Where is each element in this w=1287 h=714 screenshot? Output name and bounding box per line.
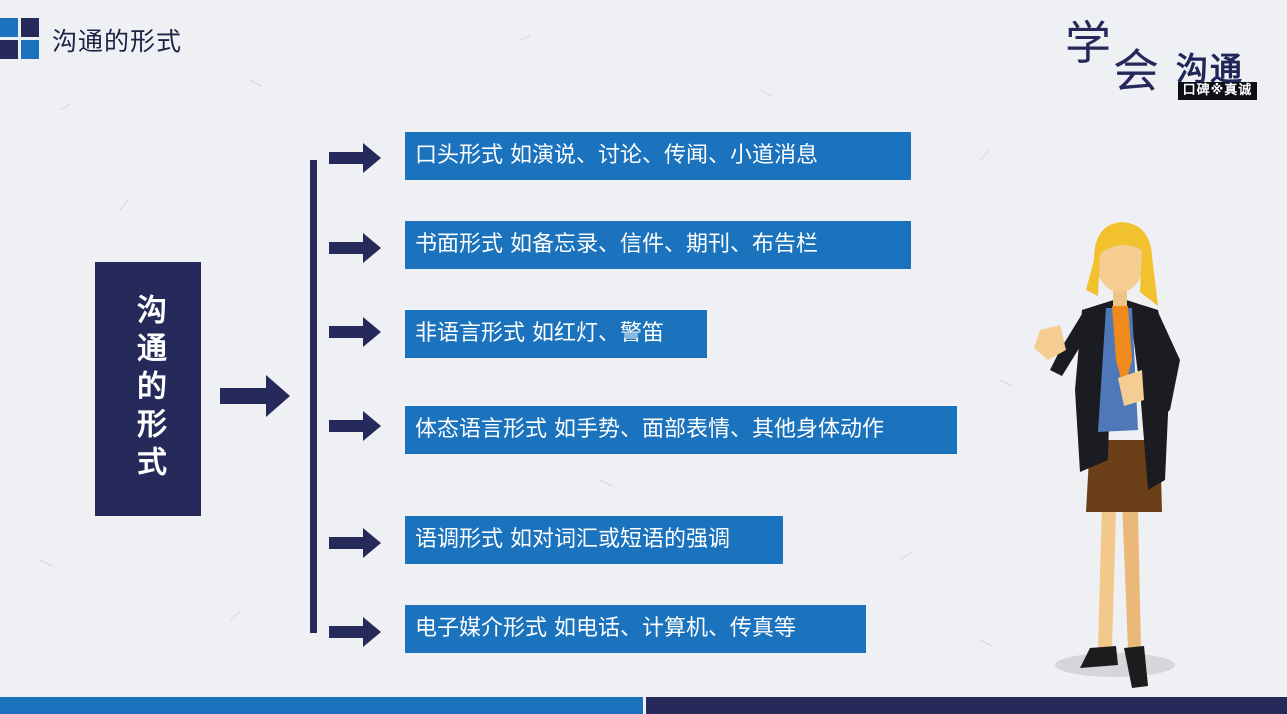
businesswoman-illustration	[1034, 222, 1180, 688]
brand-tagline: 口碑※真诚	[1178, 82, 1257, 100]
main-topic-box: 沟通的形式	[95, 262, 201, 516]
four-squares-icon	[0, 18, 40, 60]
right-arrow-icon	[329, 233, 381, 263]
right-arrow-icon	[329, 617, 381, 647]
right-arrow-icon	[329, 528, 381, 558]
right-arrow-icon	[220, 375, 290, 417]
brand-char-2: 会	[1113, 44, 1159, 98]
brand-char-1: 学	[1065, 16, 1111, 70]
brand-chars: 沟通	[1176, 50, 1245, 88]
connector-line	[310, 160, 317, 633]
footer-bar-left	[0, 697, 643, 714]
form-item-body-language: 体态语言形式 如手势、面部表情、其他身体动作	[405, 406, 957, 454]
right-arrow-icon	[329, 411, 381, 441]
page-title: 沟通的形式	[52, 27, 183, 56]
form-item-oral: 口头形式 如演说、讨论、传闻、小道消息	[405, 132, 911, 180]
footer-bar-right	[646, 697, 1287, 714]
brand-logo: 学 会 沟通 口碑※真诚	[1065, 18, 1265, 108]
right-arrow-icon	[329, 143, 381, 173]
form-item-nonverbal: 非语言形式 如红灯、警笛	[405, 310, 707, 358]
form-item-intonation: 语调形式 如对词汇或短语的强调	[405, 516, 783, 564]
form-item-electronic: 电子媒介形式 如电话、计算机、传真等	[405, 605, 866, 653]
main-topic-label: 沟通的形式	[131, 294, 166, 484]
form-item-written: 书面形式 如备忘录、信件、期刊、布告栏	[405, 221, 911, 269]
right-arrow-icon	[329, 317, 381, 347]
